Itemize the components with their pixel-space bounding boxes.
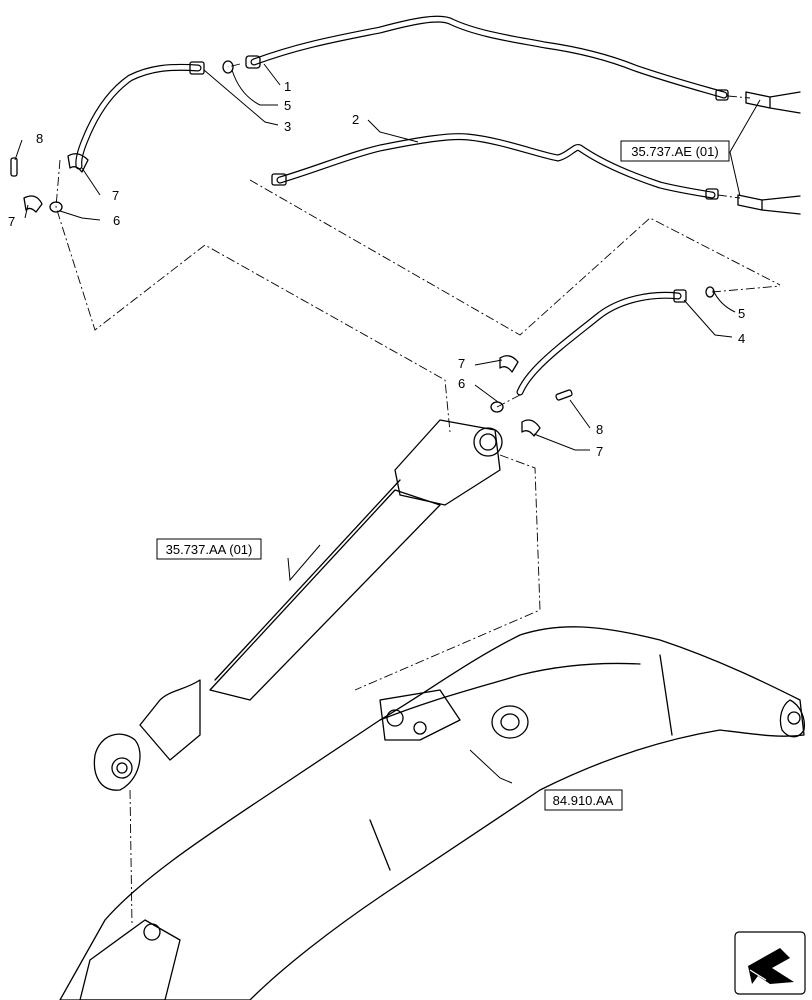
callout-1: 1 — [284, 79, 291, 94]
callout-7-right-a: 7 — [458, 356, 465, 371]
nav-arrow-icon[interactable] — [734, 931, 806, 995]
callouts: 1 2 3 4 5 5 6 6 7 7 7 7 8 8 — [8, 79, 745, 459]
callout-4: 4 — [738, 331, 745, 346]
boom — [59, 626, 806, 1000]
callout-8-right: 8 — [596, 422, 603, 437]
reference-box-35-737-ae[interactable]: 35.737.AE (01) — [620, 140, 730, 162]
callout-6-left: 6 — [113, 213, 120, 228]
boom-cylinder — [93, 419, 503, 791]
reference-35-737-ae[interactable]: 35.737.AE (01) — [631, 144, 718, 159]
callout-3: 3 — [284, 119, 291, 134]
hose-assembly-3 — [10, 60, 234, 213]
reference-box-84-910-aa[interactable]: 84.910.AA — [544, 789, 623, 811]
callout-5-upper: 5 — [284, 98, 291, 113]
callout-2: 2 — [352, 112, 359, 127]
hose-assembly-4 — [490, 286, 715, 437]
callout-7-left-a: 7 — [112, 188, 119, 203]
reference-35-737-aa[interactable]: 35.737.AA (01) — [166, 542, 253, 557]
callout-6-right: 6 — [458, 376, 465, 391]
callout-7-left-b: 7 — [8, 214, 15, 229]
leader-lines — [14, 63, 761, 784]
reference-box-35-737-aa[interactable]: 35.737.AA (01) — [156, 538, 262, 560]
guide-lines — [55, 63, 781, 926]
hose-assembly-1 — [245, 15, 801, 114]
callout-8-left: 8 — [36, 131, 43, 146]
reference-84-910-aa[interactable]: 84.910.AA — [553, 793, 614, 808]
hose-assembly-2 — [271, 133, 801, 215]
reference-labels: 35.737.AE (01) 35.737.AA (01) 84.910.AA — [156, 140, 730, 811]
callout-7-right-b: 7 — [596, 444, 603, 459]
callout-5-lower: 5 — [738, 306, 745, 321]
